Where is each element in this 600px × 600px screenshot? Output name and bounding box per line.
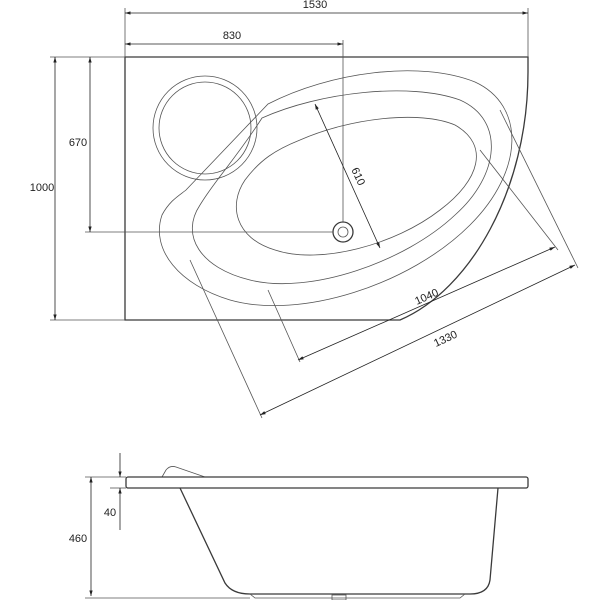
tub-rim [125, 476, 529, 489]
tub-outline [124, 56, 529, 321]
dim-label-rim-thickness: 40 [104, 507, 116, 519]
top-view: 1530 830 1000 670 610 1040 1330 [30, 0, 579, 419]
basin-outline [191, 90, 492, 284]
basin-floor [236, 116, 477, 256]
side-view: 460 40 [69, 453, 529, 600]
drain-outer [332, 221, 354, 243]
tub-base [249, 593, 466, 599]
tub-rim-inner [158, 70, 513, 307]
dim-line-1330 [259, 264, 576, 416]
tub-body [179, 487, 499, 595]
drain-fitting [331, 594, 347, 600]
dim-line-610 [314, 103, 381, 249]
dim-label-drain-offset-y: 670 [69, 137, 87, 149]
dim-label-diagonal-length: 1330 [432, 329, 459, 350]
dim-label-height: 460 [69, 533, 87, 545]
headrest-inner [158, 81, 252, 175]
headrest [152, 75, 258, 181]
dim-label-drain-offset-x: 830 [223, 30, 241, 42]
drain-inner [337, 226, 349, 238]
dim-label-overall-length: 1530 [303, 0, 327, 11]
dim-label-overall-width: 1000 [30, 182, 54, 194]
headrest-profile [161, 466, 206, 478]
